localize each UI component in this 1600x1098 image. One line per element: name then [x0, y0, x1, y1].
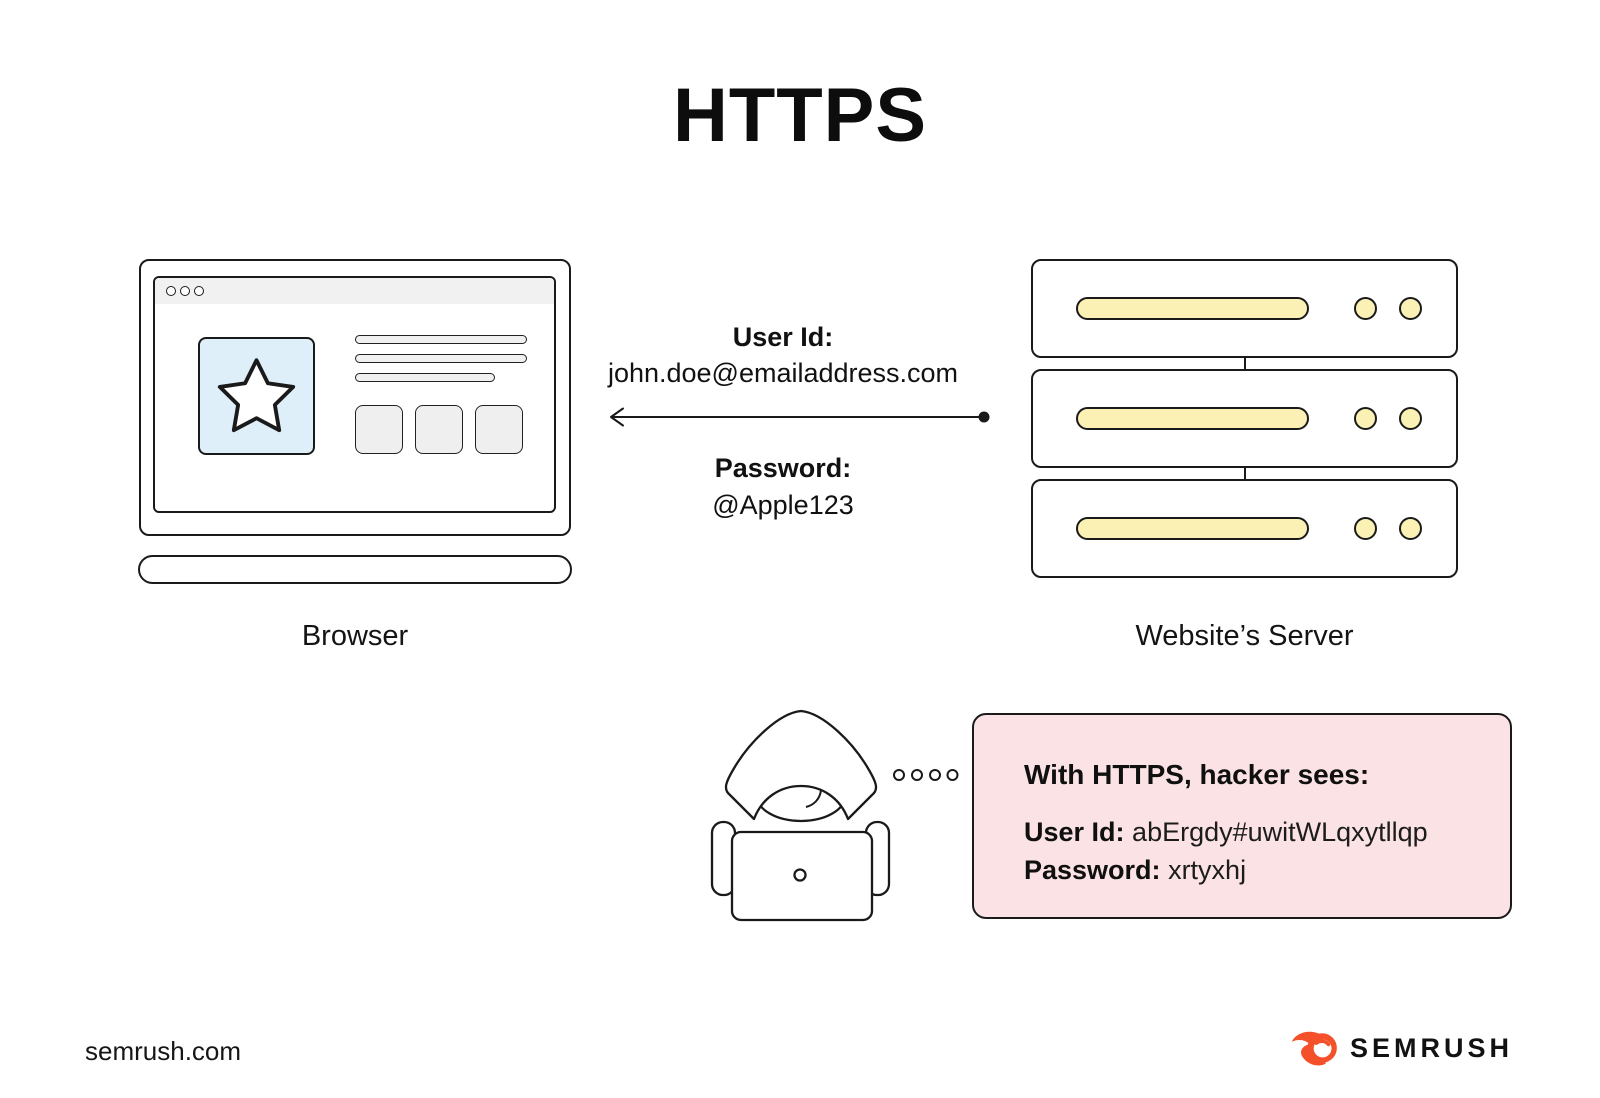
semrush-logo: SEMRUSH — [1290, 1030, 1513, 1066]
server-to-browser-arrow — [610, 407, 990, 427]
browser-titlebar — [155, 278, 554, 304]
hacker-userid-label: User Id: — [1024, 817, 1125, 847]
server-light — [1354, 297, 1377, 320]
semrush-wordmark: SEMRUSH — [1350, 1032, 1514, 1063]
text-placeholder-line — [355, 335, 527, 344]
semrush-flame-icon — [1291, 1031, 1337, 1066]
server-light — [1354, 517, 1377, 540]
hero-image-placeholder — [198, 337, 315, 455]
server-drive-slot — [1076, 297, 1309, 320]
thumbnail-placeholder — [475, 405, 523, 454]
hacker-sees-panel: With HTTPS, hacker sees: User Id: abErgd… — [972, 713, 1512, 919]
transfer-password-value: @Apple123 — [712, 490, 854, 520]
window-control-icon — [166, 286, 176, 296]
thumbnail-placeholder — [415, 405, 463, 454]
window-control-icon — [180, 286, 190, 296]
source-url: semrush.com — [85, 1036, 242, 1066]
hooded-hacker-with-laptop-icon — [710, 709, 891, 922]
server-light — [1399, 407, 1422, 430]
star-icon — [217, 358, 296, 433]
server-rack-unit — [1031, 259, 1458, 358]
transfer-userid-label: User Id: — [732, 322, 834, 352]
hacker-password-label: Password: — [1024, 855, 1161, 885]
server-light — [1399, 517, 1422, 540]
browser-label: Browser — [301, 620, 409, 652]
browser-window — [153, 276, 556, 513]
hacker-password-value: xrtyxhj — [1168, 855, 1247, 885]
server-rack-unit — [1031, 369, 1458, 468]
server-connector — [1244, 357, 1246, 369]
server-rack-unit — [1031, 479, 1458, 578]
server-connector — [1244, 467, 1246, 479]
laptop-base — [138, 555, 572, 584]
hacker-sees-title: With HTTPS, hacker sees: — [1024, 759, 1370, 790]
thumbnail-placeholder — [355, 405, 403, 454]
server-light — [1354, 407, 1377, 430]
server-drive-slot — [1076, 517, 1309, 540]
transfer-password-label: Password: — [714, 453, 852, 483]
server-label: Website’s Server — [1135, 620, 1354, 652]
text-placeholder-line — [355, 373, 495, 382]
window-control-icon — [194, 286, 204, 296]
hacker-userid-value: abErgdy#uwitWLqxytllqp — [1132, 817, 1428, 847]
text-placeholder-line — [355, 354, 527, 363]
page-title: HTTPS — [672, 73, 928, 158]
hacker-sees-password: Password: xrtyxhj — [1024, 855, 1246, 886]
server-drive-slot — [1076, 407, 1309, 430]
server-light — [1399, 297, 1422, 320]
connection-dots-icon — [893, 769, 959, 781]
hacker-sees-userid: User Id: abErgdy#uwitWLqxytllqp — [1024, 817, 1428, 848]
transfer-userid-value: john.doe@emailaddress.com — [607, 358, 959, 388]
